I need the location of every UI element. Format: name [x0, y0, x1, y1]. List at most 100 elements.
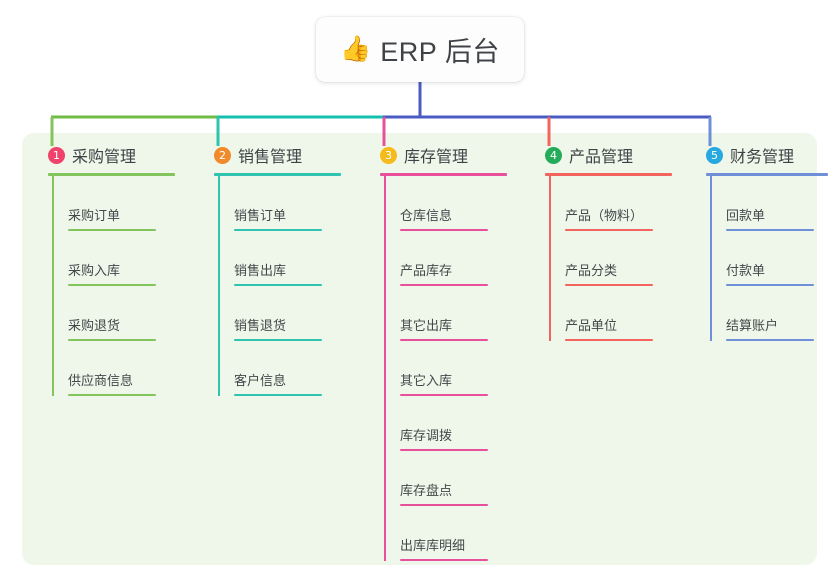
leaf-node-label: 销售订单 [234, 208, 287, 223]
thumbs-up-icon: 👍 [340, 35, 372, 63]
column-title: 销售管理 [238, 149, 303, 166]
leaf-node-label: 采购退货 [68, 318, 121, 333]
leaf-node[interactable]: 产品库存 [384, 231, 516, 286]
leaf-node-underline [68, 284, 156, 286]
leaf-node-label: 供应商信息 [68, 373, 134, 388]
column-number-badge: 3 [380, 146, 397, 164]
column-header[interactable]: 5 财务管理 [692, 142, 839, 168]
leaf-node-underline [726, 284, 814, 286]
leaf-node-underline [400, 284, 488, 286]
leaf-node-label: 销售出库 [234, 263, 287, 278]
leaf-node-underline [565, 339, 653, 341]
leaf-node-underline [68, 229, 156, 231]
leaf-node-underline [234, 394, 322, 396]
column-header[interactable]: 2 销售管理 [200, 142, 350, 168]
leaf-node-underline [400, 449, 488, 451]
leaf-node-label: 产品（物料） [565, 208, 644, 223]
item-spine [549, 176, 551, 341]
leaf-node-underline [565, 229, 653, 231]
column-5: 5 财务管理回款单付款单结算账户 [692, 142, 839, 341]
leaf-node-underline [400, 394, 488, 396]
item-spine [52, 176, 54, 396]
leaf-node[interactable]: 供应商信息 [52, 341, 184, 396]
column-underline [706, 173, 828, 176]
column-number-badge: 2 [214, 146, 231, 164]
root-node[interactable]: 👍 ERP 后台 [316, 17, 524, 82]
leaf-node-label: 出库库明细 [400, 538, 466, 553]
column-items: 销售订单销售出库销售退货客户信息 [200, 176, 350, 396]
column-underline [48, 173, 175, 176]
leaf-node-underline [68, 394, 156, 396]
column-items: 产品（物料） 产品分类产品单位 [531, 176, 681, 341]
leaf-node-underline [400, 559, 488, 561]
leaf-node[interactable]: 其它入库 [384, 341, 516, 396]
leaf-node-underline [726, 339, 814, 341]
column-3: 3 库存管理仓库信息产品库存其它出库其它入库库存调拨库存盘点出库库明细 [366, 142, 516, 561]
leaf-node-underline [234, 229, 322, 231]
leaf-node-label: 销售退货 [234, 318, 287, 333]
leaf-node-underline [400, 339, 488, 341]
leaf-node-label: 采购入库 [68, 263, 121, 278]
leaf-node-label: 产品单位 [565, 318, 618, 333]
leaf-node-label: 其它入库 [400, 373, 453, 388]
leaf-node-label: 仓库信息 [400, 208, 453, 223]
leaf-node[interactable]: 销售订单 [218, 176, 350, 231]
column-4: 4 产品管理产品（物料） 产品分类产品单位 [531, 142, 681, 341]
item-spine [384, 176, 386, 561]
leaf-node-underline [565, 284, 653, 286]
column-1: 1 采购管理采购订单采购入库采购退货供应商信息 [34, 142, 184, 396]
column-header[interactable]: 3 库存管理 [366, 142, 516, 168]
column-header[interactable]: 4 产品管理 [531, 142, 681, 168]
leaf-node-label: 结算账户 [726, 318, 779, 333]
leaf-node-label: 其它出库 [400, 318, 453, 333]
leaf-node[interactable]: 采购入库 [52, 231, 184, 286]
leaf-node[interactable]: 仓库信息 [384, 176, 516, 231]
leaf-node-label: 产品分类 [565, 263, 618, 278]
leaf-node-label: 库存调拨 [400, 428, 453, 443]
leaf-node[interactable]: 库存盘点 [384, 451, 516, 506]
column-title: 采购管理 [72, 149, 137, 166]
item-spine [218, 176, 220, 396]
leaf-node[interactable]: 销售出库 [218, 231, 350, 286]
leaf-node-underline [68, 339, 156, 341]
root-title: ERP 后台 [380, 37, 500, 67]
leaf-node[interactable]: 客户信息 [218, 341, 350, 396]
leaf-node-label: 产品库存 [400, 263, 453, 278]
leaf-node[interactable]: 采购订单 [52, 176, 184, 231]
leaf-node-label: 库存盘点 [400, 483, 453, 498]
leaf-node-label: 采购订单 [68, 208, 121, 223]
column-number-badge: 1 [48, 146, 65, 164]
column-2: 2 销售管理销售订单销售出库销售退货客户信息 [200, 142, 350, 396]
leaf-node[interactable]: 结算账户 [710, 286, 839, 341]
column-title: 财务管理 [730, 149, 795, 166]
leaf-node[interactable]: 付款单 [710, 231, 839, 286]
leaf-node-underline [234, 284, 322, 286]
column-underline [545, 173, 672, 176]
column-header[interactable]: 1 采购管理 [34, 142, 184, 168]
leaf-node[interactable]: 产品单位 [549, 286, 681, 341]
leaf-node[interactable]: 库存调拨 [384, 396, 516, 451]
leaf-node-label: 回款单 [726, 208, 766, 223]
leaf-node[interactable]: 销售退货 [218, 286, 350, 341]
item-spine [710, 176, 712, 341]
leaf-node-label: 付款单 [726, 263, 766, 278]
leaf-node-underline [400, 504, 488, 506]
leaf-node[interactable]: 出库库明细 [384, 506, 516, 561]
column-items: 回款单付款单结算账户 [692, 176, 839, 341]
column-number-badge: 4 [545, 146, 562, 164]
column-number-badge: 5 [706, 146, 723, 164]
column-title: 库存管理 [404, 149, 469, 166]
leaf-node[interactable]: 其它出库 [384, 286, 516, 341]
leaf-node[interactable]: 回款单 [710, 176, 839, 231]
column-title: 产品管理 [569, 149, 634, 166]
column-underline [380, 173, 507, 176]
leaf-node[interactable]: 产品（物料） [549, 176, 681, 231]
leaf-node-underline [726, 229, 814, 231]
column-items: 仓库信息产品库存其它出库其它入库库存调拨库存盘点出库库明细 [366, 176, 516, 561]
diagram-panel [22, 133, 817, 565]
column-items: 采购订单采购入库采购退货供应商信息 [34, 176, 184, 396]
leaf-node[interactable]: 采购退货 [52, 286, 184, 341]
column-underline [214, 173, 341, 176]
leaf-node[interactable]: 产品分类 [549, 231, 681, 286]
